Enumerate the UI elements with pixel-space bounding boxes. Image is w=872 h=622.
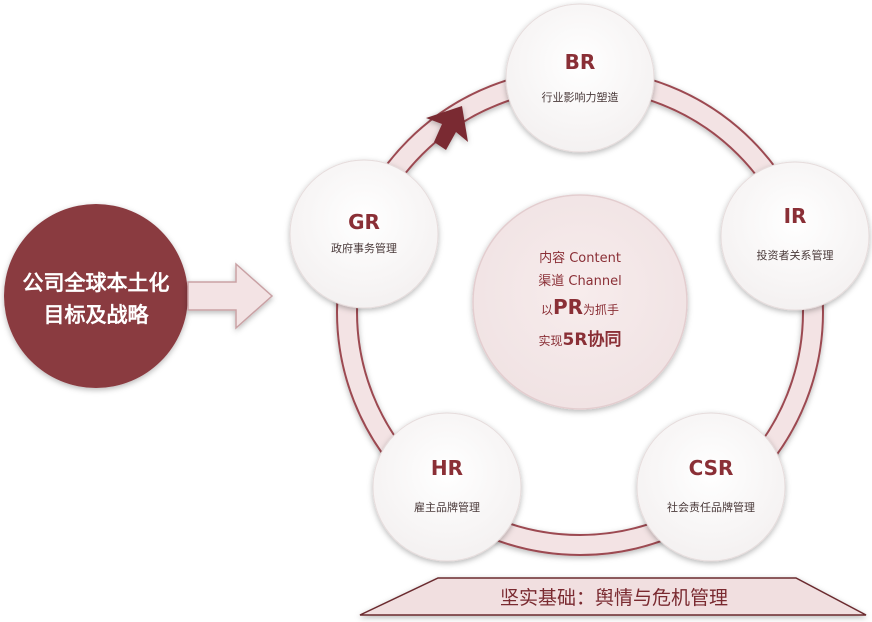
node-ir-subtitle: 投资者关系管理 xyxy=(757,248,834,262)
center-5r-prefix: 实现 xyxy=(539,333,563,348)
center-5r-highlight: 5R xyxy=(563,330,588,350)
goal-line-1: 公司全球本土化 xyxy=(23,271,170,295)
node-ir-title: IR xyxy=(784,204,807,228)
center-5r-suffix: 协同 xyxy=(587,329,621,350)
node-hr-title: HR xyxy=(431,456,463,480)
node-br-subtitle: 行业影响力塑造 xyxy=(542,90,619,104)
right-arrow-icon xyxy=(187,262,274,330)
node-gr-subtitle: 政府事务管理 xyxy=(331,241,397,255)
node-hr-subtitle: 雇主品牌管理 xyxy=(414,500,480,514)
center-channel-label: 渠道 Channel xyxy=(538,274,622,289)
base-foundation: 坚实基础：舆情与危机管理 xyxy=(359,577,867,616)
node-gr-title: GR xyxy=(348,210,380,234)
node-br: BR 行业影响力塑造 xyxy=(505,3,655,153)
base-label: 坚实基础：舆情与危机管理 xyxy=(500,587,728,609)
node-gr: GR 政府事务管理 xyxy=(289,159,439,309)
center-pr-highlight: PR xyxy=(553,295,583,319)
node-csr-subtitle: 社会责任品牌管理 xyxy=(667,500,755,514)
center-circle: 内容 Content 渠道 Channel 以PR为抓手 实现5R协同 xyxy=(472,194,688,410)
node-ir: IR 投资者关系管理 xyxy=(720,161,870,311)
node-csr-title: CSR xyxy=(689,456,734,480)
center-content-label: 内容 Content xyxy=(539,250,621,266)
goal-circle: 公司全球本土化 目标及战略 xyxy=(4,204,188,388)
node-br-title: BR xyxy=(565,50,596,74)
center-pr-prefix: 以 xyxy=(541,303,553,317)
center-pr-line: 以PR为抓手 xyxy=(541,295,619,319)
center-pr-suffix: 为抓手 xyxy=(583,303,619,317)
goal-line-2: 目标及战略 xyxy=(44,303,150,327)
cycle-arrow-icon xyxy=(426,106,468,150)
center-5r-line: 实现5R协同 xyxy=(539,329,622,350)
node-hr: HR 雇主品牌管理 xyxy=(372,412,522,562)
node-csr: CSR 社会责任品牌管理 xyxy=(636,412,786,562)
